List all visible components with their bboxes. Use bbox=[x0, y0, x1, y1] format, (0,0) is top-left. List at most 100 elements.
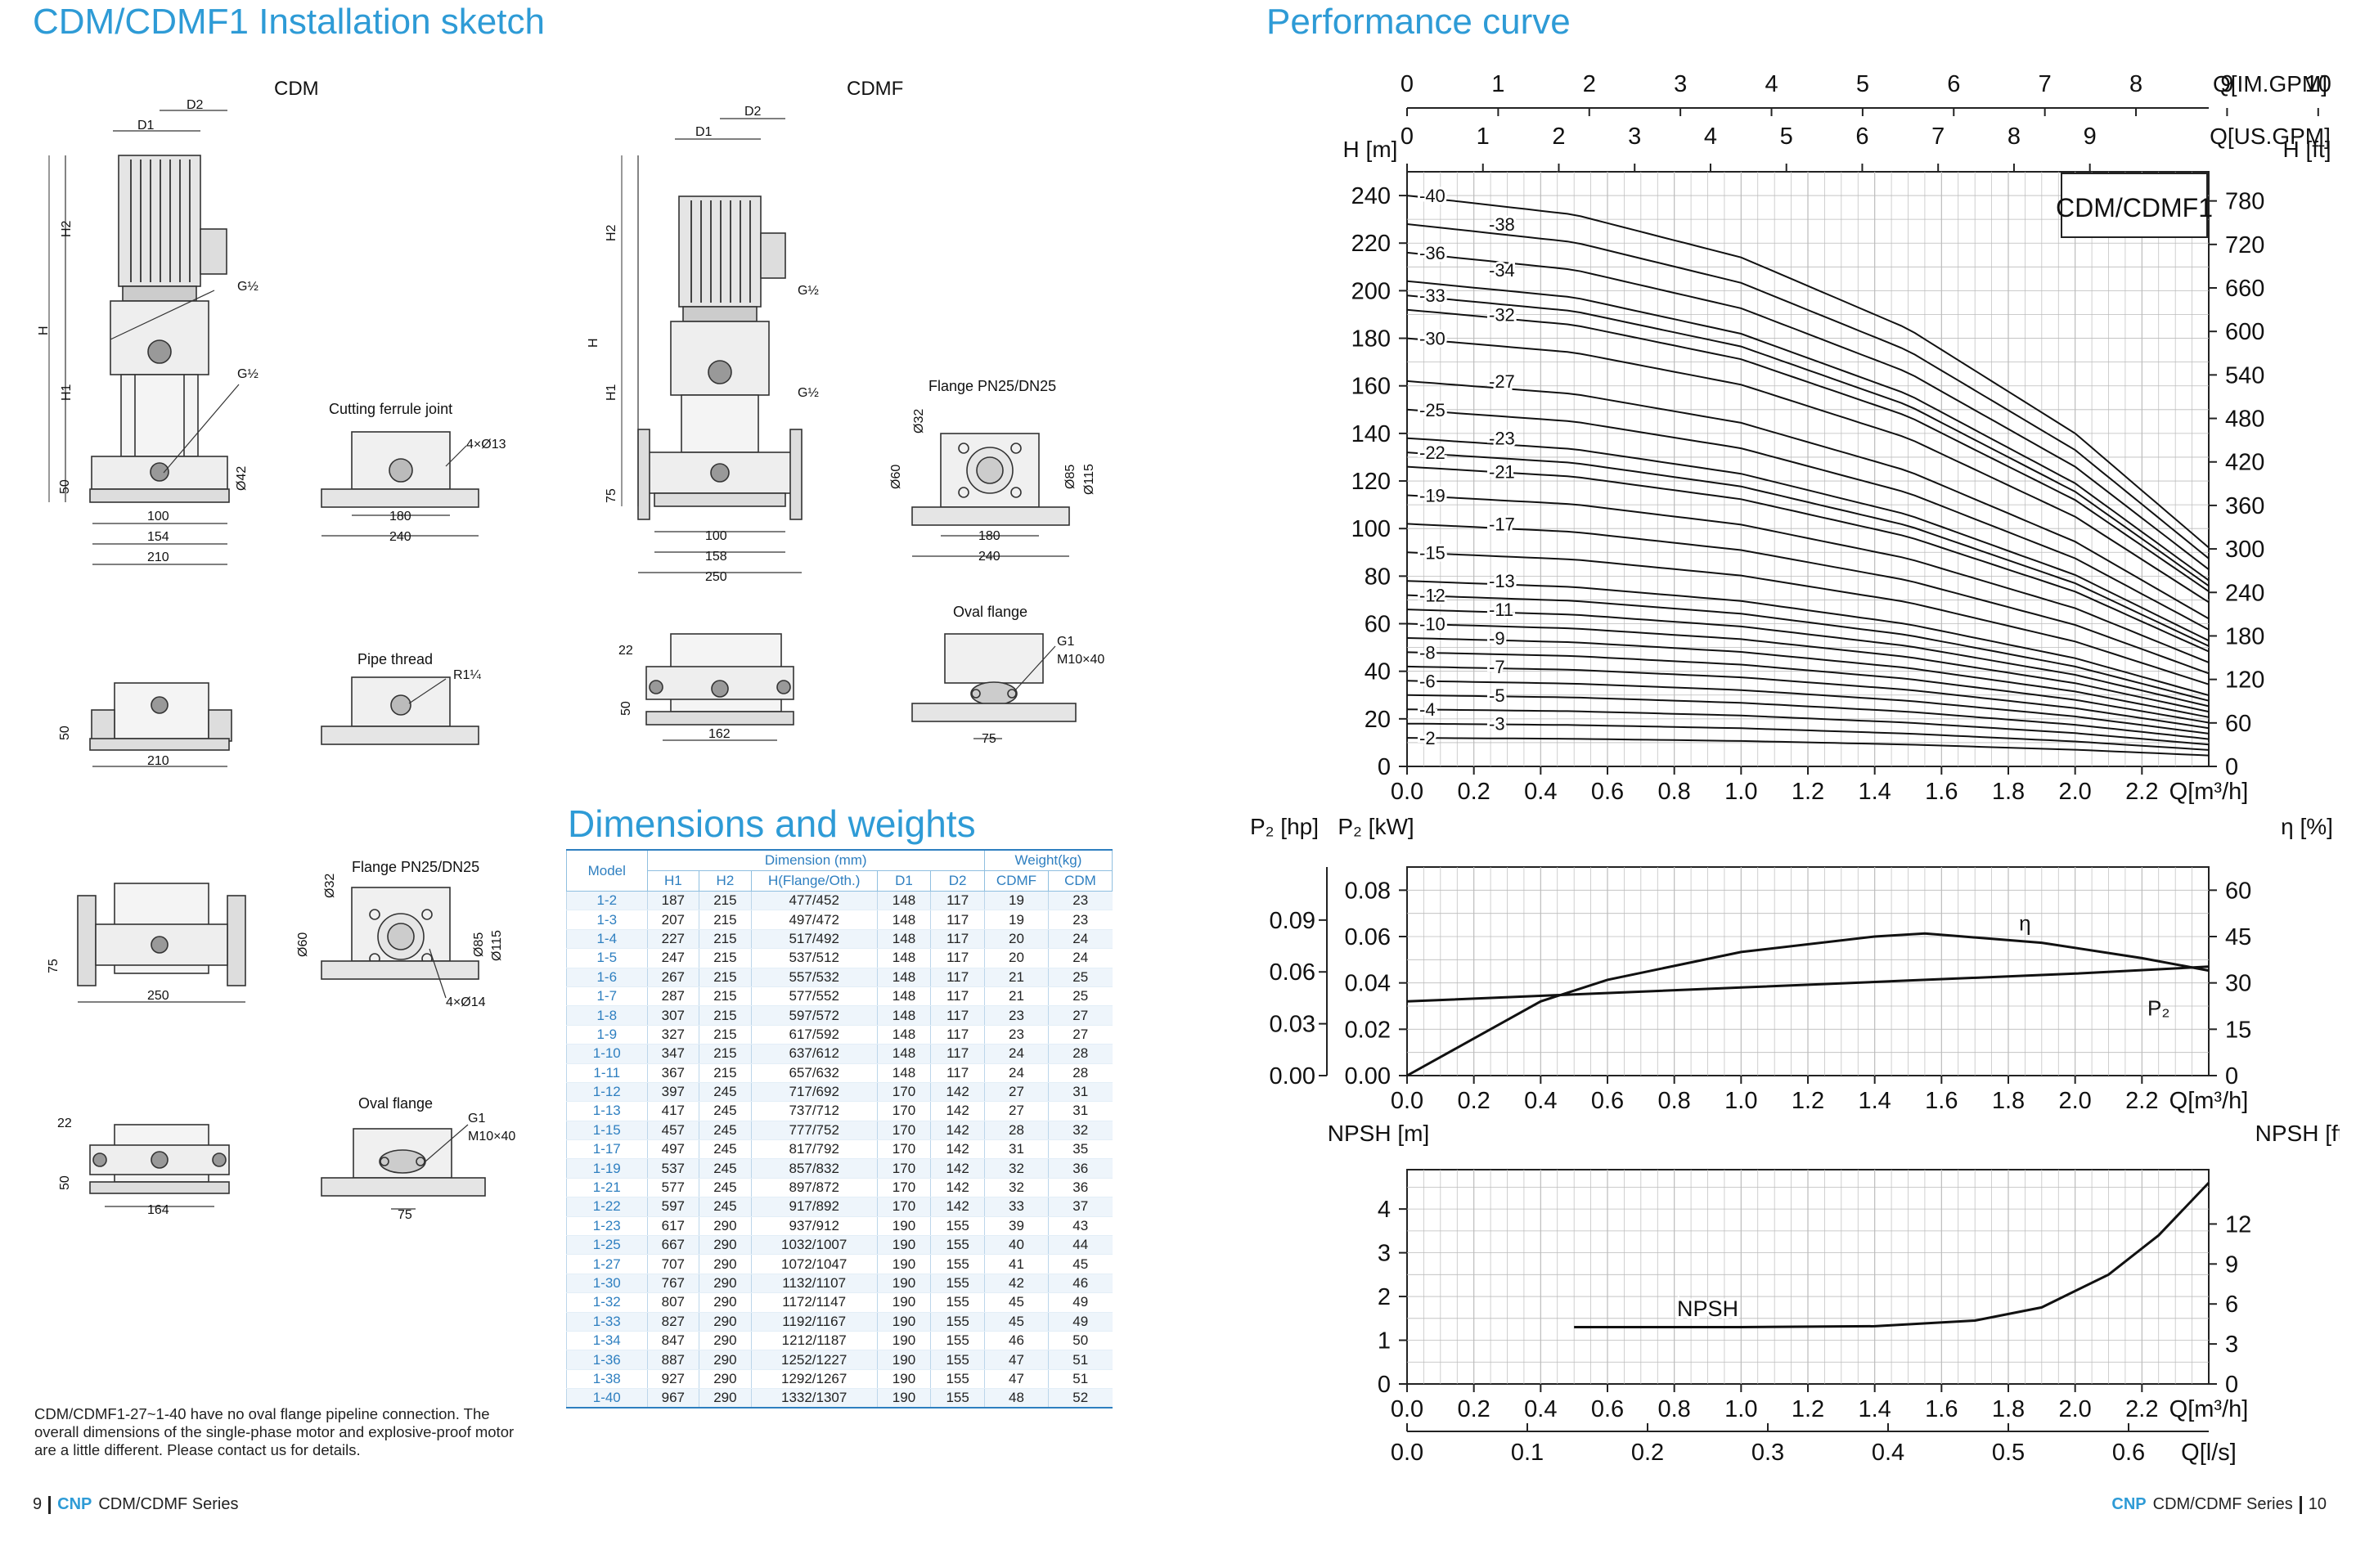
oval-flange-left-drawing bbox=[321, 1124, 486, 1210]
table-cell: 707 bbox=[646, 1254, 699, 1274]
npsh-x-tick-label: 0.6 bbox=[1591, 1396, 1624, 1422]
npsh-x-tick-label: 1.0 bbox=[1724, 1396, 1757, 1422]
im-gpm-tick-label: 8 bbox=[2129, 71, 2142, 97]
table-cell: 170 bbox=[876, 1178, 931, 1198]
fl-holes14: 4×Ø14 bbox=[446, 995, 486, 1009]
table-cell: 637/612 bbox=[750, 1044, 878, 1064]
table-cell: 1332/1307 bbox=[750, 1388, 878, 1409]
table-cell: 148 bbox=[876, 1044, 931, 1064]
npsh-ft-tick-label: 9 bbox=[2225, 1251, 2238, 1278]
p2-curve bbox=[1406, 965, 2210, 1003]
hq-ft-tick-label: 420 bbox=[2225, 450, 2264, 476]
stage-label: -40 bbox=[1419, 186, 1446, 206]
hq-y-tick-label: 80 bbox=[1365, 564, 1391, 590]
table-cell: 155 bbox=[930, 1235, 985, 1256]
stage-curve-33 bbox=[1406, 294, 2210, 587]
col-h1: H1 bbox=[646, 870, 700, 892]
stage-label: -25 bbox=[1419, 400, 1446, 420]
hq-y-tick-label: 0 bbox=[1378, 754, 1391, 780]
cdm-base-210: 210 bbox=[147, 550, 169, 564]
fr-dia32: Ø32 bbox=[912, 409, 926, 434]
brand-logo-right: CNP bbox=[2111, 1495, 2147, 1513]
cf-180-label: 180 bbox=[389, 510, 411, 523]
p2-x-tick-label: 0.0 bbox=[1391, 1088, 1423, 1114]
table-cell: 24 bbox=[1047, 929, 1113, 950]
p2-x-tick-label: 0.6 bbox=[1591, 1088, 1624, 1114]
table-cell: 33 bbox=[983, 1197, 1049, 1217]
stage-label: -27 bbox=[1489, 371, 1515, 392]
stage-curve-10 bbox=[1406, 622, 2210, 713]
table-cell: 51 bbox=[1047, 1350, 1113, 1370]
table-cell: 617/592 bbox=[750, 1025, 878, 1045]
pipe-thread-label: Pipe thread bbox=[357, 651, 433, 667]
table-cell: 897/872 bbox=[750, 1178, 878, 1198]
us-gpm-tick-label: 8 bbox=[2008, 124, 2021, 150]
stage-curve-17 bbox=[1406, 523, 2210, 675]
model-cell: 1-4 bbox=[566, 929, 647, 950]
table-cell: 47 bbox=[983, 1350, 1049, 1370]
table-cell: 148 bbox=[876, 891, 931, 911]
table-cell: 19 bbox=[983, 891, 1049, 911]
cdmf-h1-label: H1 bbox=[605, 384, 618, 401]
npsh-m-tick-label: 4 bbox=[1378, 1197, 1391, 1223]
col-d2: D2 bbox=[930, 870, 985, 892]
fl-dia60: Ø60 bbox=[296, 932, 310, 957]
table-cell: 497 bbox=[646, 1139, 699, 1160]
table-cell: 287 bbox=[646, 986, 699, 1007]
hq-y-tick-label: 200 bbox=[1351, 278, 1391, 304]
fl-250: 250 bbox=[147, 989, 169, 1003]
stage-label: -38 bbox=[1489, 214, 1515, 235]
table-cell: 290 bbox=[699, 1350, 752, 1370]
table-cell: 117 bbox=[930, 1044, 985, 1064]
table-cell: 46 bbox=[1047, 1274, 1113, 1294]
model-cell: 1-2 bbox=[566, 891, 647, 911]
col-d1: D1 bbox=[876, 870, 932, 892]
ovr-75: 75 bbox=[982, 732, 996, 746]
p2-x-tick-label: 0.4 bbox=[1524, 1088, 1557, 1114]
table-cell: 142 bbox=[930, 1121, 985, 1141]
table-cell: 155 bbox=[930, 1216, 985, 1237]
p2-x-tick-label: 1.6 bbox=[1925, 1088, 1958, 1114]
ov-g1: G1 bbox=[468, 1112, 485, 1125]
table-cell: 155 bbox=[930, 1312, 985, 1332]
us-gpm-tick-label: 2 bbox=[1552, 124, 1565, 150]
table-cell: 23 bbox=[1047, 910, 1113, 930]
table-cell: 24 bbox=[983, 1063, 1049, 1083]
stage-curve-6 bbox=[1406, 680, 2210, 735]
im-gpm-tick-label: 0 bbox=[1401, 71, 1414, 97]
hq-y-tick-label: 140 bbox=[1351, 421, 1391, 447]
table-cell: 367 bbox=[646, 1063, 699, 1083]
table-cell: 155 bbox=[930, 1350, 985, 1370]
table-cell: 215 bbox=[699, 1005, 752, 1026]
table-cell: 170 bbox=[876, 1082, 931, 1103]
stage-label: -13 bbox=[1489, 571, 1515, 591]
cdmf-base-250: 250 bbox=[705, 570, 727, 584]
eta-curve-label: η bbox=[2019, 910, 2030, 935]
im-gpm-tick-label: 1 bbox=[1491, 71, 1504, 97]
table-cell: 597 bbox=[646, 1197, 699, 1217]
fr-dia115: Ø115 bbox=[1082, 464, 1096, 495]
model-cell: 1-27 bbox=[566, 1254, 647, 1274]
table-cell: 148 bbox=[876, 910, 931, 930]
table-cell: 617 bbox=[646, 1216, 699, 1237]
cutting-ferrule-drawing bbox=[321, 431, 479, 537]
table-cell: 847 bbox=[646, 1331, 699, 1351]
us-gpm-axis-label: Q[US.GPM] bbox=[2210, 124, 2331, 149]
cdm-h-label: H bbox=[37, 326, 51, 335]
stage-curve-9 bbox=[1406, 637, 2210, 718]
table-cell: 49 bbox=[1047, 1292, 1113, 1313]
table-cell: 20 bbox=[983, 948, 1049, 968]
stage-label: -9 bbox=[1489, 628, 1505, 649]
table-cell: 290 bbox=[699, 1388, 752, 1409]
hq-title-box bbox=[2061, 173, 2208, 238]
table-cell: 190 bbox=[876, 1216, 931, 1237]
table-cell: 19 bbox=[983, 910, 1049, 930]
oval-flange-label-right: Oval flange bbox=[953, 604, 1027, 620]
model-cell: 1-40 bbox=[566, 1388, 647, 1409]
table-cell: 21 bbox=[983, 968, 1049, 987]
